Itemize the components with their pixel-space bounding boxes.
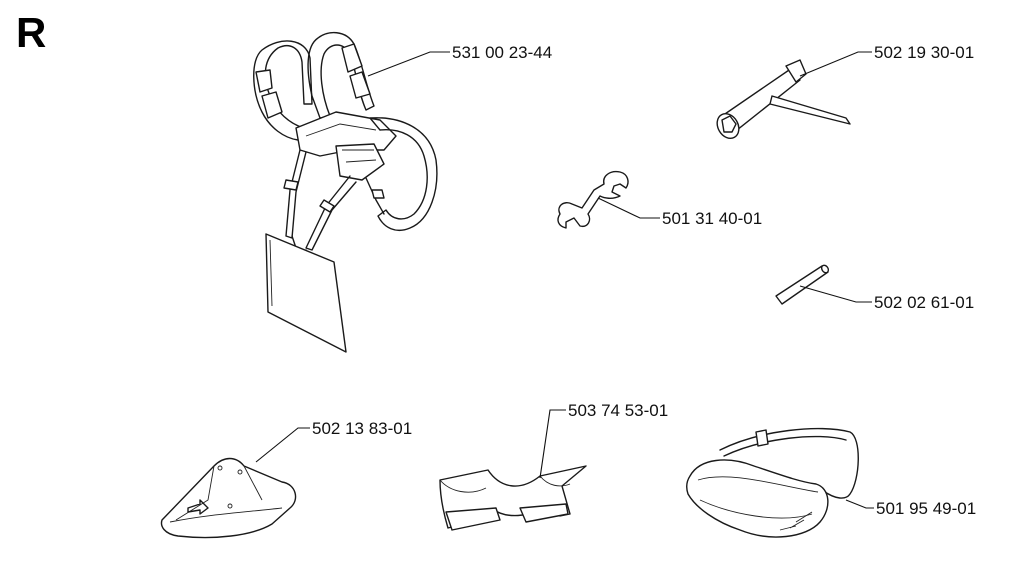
open-wrench-illustration (557, 170, 629, 229)
part-number-visor-goggles: 501 95 49-01 (876, 499, 977, 518)
leader-combination-spanner (799, 51, 872, 77)
transport-guard-illustration (439, 465, 587, 531)
part-number-blade-guard: 502 13 83-01 (312, 419, 413, 438)
leader-harness (367, 51, 450, 77)
part-number-pin: 502 02 61-01 (874, 293, 975, 312)
combination-spanner-illustration (716, 59, 851, 140)
leader-pin (799, 285, 872, 303)
blade-guard-illustration (160, 457, 297, 539)
part-number-open-wrench: 501 31 40-01 (662, 209, 763, 228)
pin-illustration (775, 264, 830, 305)
leader-blade-guard (255, 427, 310, 463)
leader-open-wrench (597, 197, 660, 219)
part-number-combination-spanner: 502 19 30-01 (874, 43, 975, 62)
leader-visor-goggles (845, 499, 874, 509)
visor-goggles-illustration (685, 427, 859, 538)
leader-transport-guard (539, 409, 566, 479)
part-number-harness: 531 00 23-44 (452, 43, 553, 62)
part-number-transport-guard: 503 74 53-01 (568, 401, 669, 420)
section-letter: R (16, 9, 47, 56)
harness-illustration (253, 31, 438, 353)
